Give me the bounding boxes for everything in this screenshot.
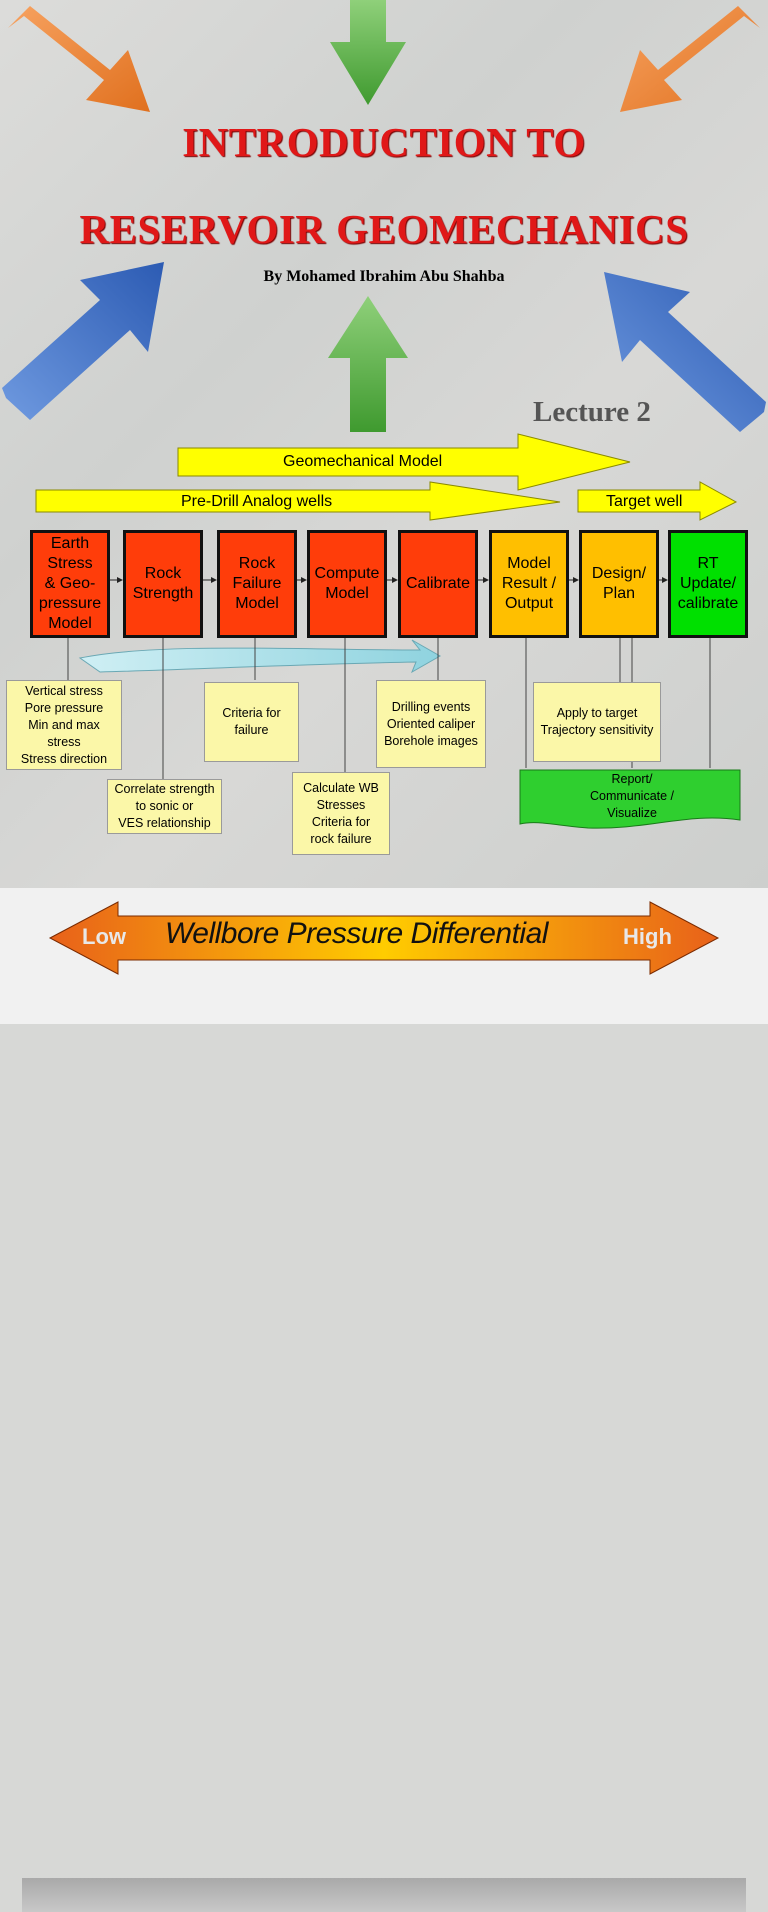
bottom-image-strip xyxy=(22,1878,746,1912)
green-arrow-down xyxy=(330,0,406,105)
geomechanical-model-label: Geomechanical Model xyxy=(283,453,443,470)
orange-arrow-left xyxy=(8,6,150,112)
orange-arrow-right xyxy=(620,6,760,112)
decorative-arrows xyxy=(2,0,766,432)
step-rock-strength: Rock Strength xyxy=(123,530,203,638)
step-design-plan: Design/ Plan xyxy=(579,530,659,638)
step-model-result: Model Result / Output xyxy=(489,530,569,638)
pre-drill-label: Pre-Drill Analog wells xyxy=(181,493,333,510)
low-label: Low xyxy=(82,924,126,949)
step-rock-failure-model: Rock Failure Model xyxy=(217,530,297,638)
step-earth-stress: Earth Stress & Geo- pressure Model xyxy=(30,530,110,638)
flow-connectors xyxy=(67,577,711,780)
pressure-differential-title: Wellbore Pressure Differential xyxy=(165,917,548,950)
next-slide xyxy=(0,888,768,1912)
step-compute-model: Compute Model xyxy=(307,530,387,638)
step-rt-update: RT Update/ calibrate xyxy=(668,530,748,638)
high-label: High xyxy=(623,924,672,949)
target-well-label: Target well xyxy=(606,493,683,510)
green-arrow-up xyxy=(328,296,408,432)
author: By Mohamed Ibrahim Abu Shahba xyxy=(263,268,505,285)
note-criteria: Criteria for failure xyxy=(204,682,299,762)
step-calibrate: Calibrate xyxy=(398,530,478,638)
pressure-arrow xyxy=(48,901,720,975)
report-shape xyxy=(519,769,741,829)
note-apply: Apply to target Trajectory sensitivity xyxy=(533,682,661,762)
lecture-label: Lecture 2 xyxy=(533,396,651,428)
pre-drill-arrow xyxy=(35,481,561,521)
slide: INTRODUCTION TO RESERVOIR GEOMECHANICS B… xyxy=(0,0,768,888)
title-line-2: RESERVOIR GEOMECHANICS xyxy=(79,206,689,252)
note-report: Report/ Communicate / Visualize xyxy=(589,771,675,820)
geomechanical-model-arrow xyxy=(177,433,631,491)
note-drilling: Drilling events Oriented caliper Borehol… xyxy=(376,680,486,768)
note-calculate: Calculate WB Stresses Criteria for rock … xyxy=(292,772,390,855)
feedback-arrow xyxy=(78,639,442,674)
target-well-arrow xyxy=(577,481,738,521)
yellow-arrows xyxy=(35,433,738,521)
title-line-1: INTRODUCTION TO xyxy=(182,119,586,165)
blue-arrow-right xyxy=(604,272,766,432)
note-correlate: Correlate strength to sonic or VES relat… xyxy=(107,779,222,834)
blue-arrow-left xyxy=(2,262,164,420)
note-stress: Vertical stress Pore pressure Min and ma… xyxy=(6,680,122,770)
